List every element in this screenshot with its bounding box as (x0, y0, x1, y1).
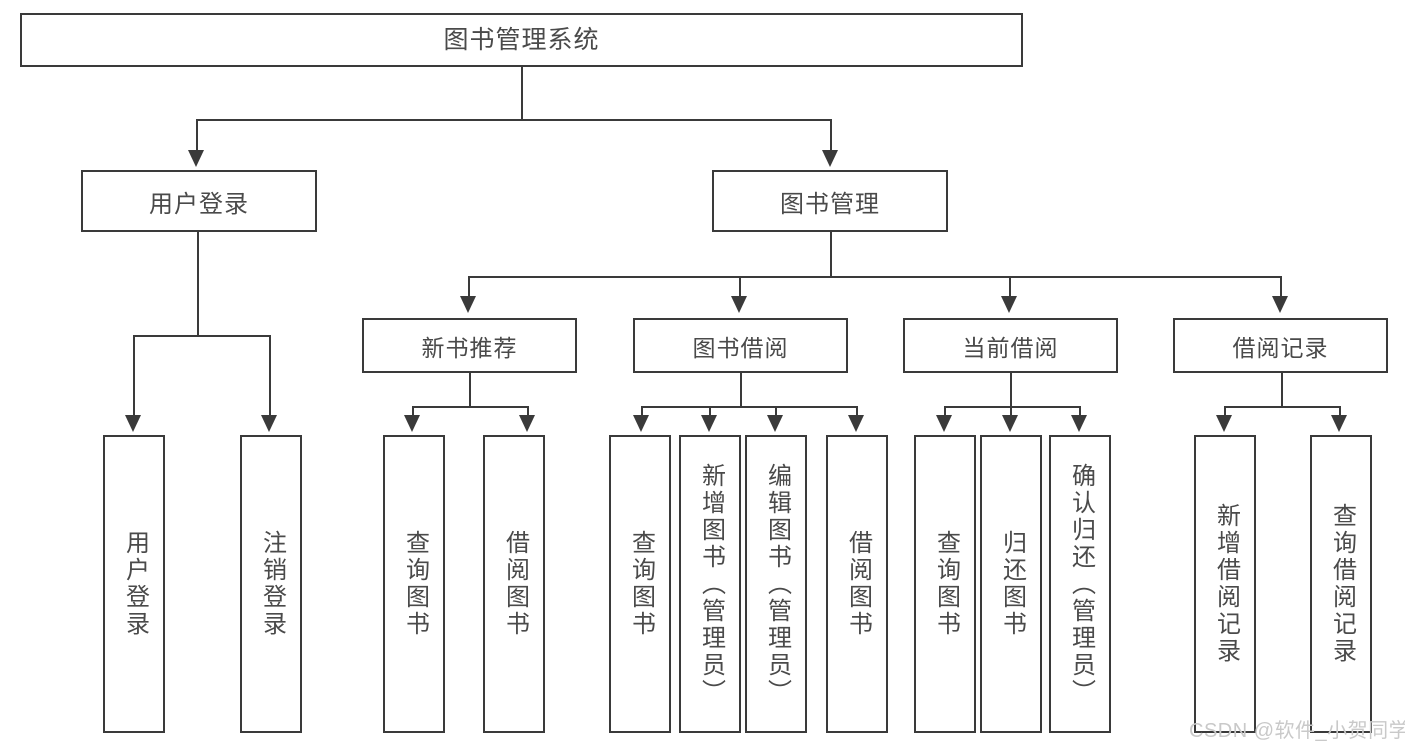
node-book-borrow-label: 图书借阅 (692, 334, 789, 361)
connector-user-login-stem (197, 232, 199, 335)
connector-book-borrow-stem (740, 373, 742, 406)
arrowhead-leaf-user-login (125, 415, 141, 432)
connector-root-to-book-management (830, 119, 832, 152)
connector-book-management-stem (830, 232, 832, 276)
connector-new-book-leaf-1 (412, 406, 414, 418)
node-root-label: 图书管理系统 (443, 25, 600, 54)
node-leaf-query-book-1-label: 查询图书 (401, 530, 429, 638)
arrowhead-current-borrow (1001, 296, 1017, 313)
node-current-borrow-label: 当前借阅 (962, 334, 1059, 361)
node-user-login-label: 用户登录 (149, 190, 249, 218)
arrowhead-leaf-return-book (1002, 415, 1018, 432)
node-leaf-confirm-return[interactable]: 确认归还（管理员） (1049, 435, 1111, 733)
connector-borrow-record-stem (1281, 373, 1283, 406)
arrowhead-leaf-query-book-3 (936, 415, 952, 432)
node-leaf-confirm-return-label: 确认归还（管理员） (1067, 462, 1095, 706)
arrowhead-book-management (822, 150, 838, 167)
node-leaf-return-book[interactable]: 归还图书 (980, 435, 1042, 733)
connector-bm-to-borrow-record (1280, 276, 1282, 298)
connector-bb-leaf-3 (775, 406, 777, 418)
connector-root-to-user-login (196, 119, 198, 152)
connector-new-book-leaf-2 (527, 406, 529, 418)
arrowhead-leaf-borrow-book-2 (848, 415, 864, 432)
node-leaf-query-book-2[interactable]: 查询图书 (609, 435, 671, 733)
arrowhead-leaf-query-book-2 (633, 415, 649, 432)
csdn-watermark: CSDN @软件_小贺同学 (1189, 714, 1405, 743)
csdn-watermark-text: CSDN @软件_小贺同学 (1189, 720, 1405, 742)
node-current-borrow[interactable]: 当前借阅 (903, 318, 1118, 373)
connector-root-bar (196, 119, 830, 121)
arrowhead-leaf-borrow-book-1 (519, 415, 535, 432)
node-leaf-add-book[interactable]: 新增图书（管理员） (679, 435, 741, 733)
node-leaf-edit-book[interactable]: 编辑图书（管理员） (745, 435, 807, 733)
connector-bb-leaf-4 (856, 406, 858, 418)
node-book-management-label: 图书管理 (780, 190, 880, 218)
node-leaf-add-borrow-record-label: 新增借阅记录 (1212, 503, 1240, 665)
connector-cb-leaf-3 (1079, 406, 1081, 418)
connector-br-leaf-2 (1339, 406, 1341, 418)
node-new-book-recommend[interactable]: 新书推荐 (362, 318, 577, 373)
node-book-management[interactable]: 图书管理 (712, 170, 948, 232)
node-borrow-record[interactable]: 借阅记录 (1173, 318, 1388, 373)
connector-book-management-bar (468, 276, 1280, 278)
connector-bm-to-current-borrow (1009, 276, 1011, 298)
arrowhead-new-book-recommend (460, 296, 476, 313)
connector-bb-leaf-2 (709, 406, 711, 418)
arrowhead-leaf-add-borrow-record (1216, 415, 1232, 432)
arrowhead-leaf-add-book (701, 415, 717, 432)
arrowhead-leaf-logout-login (261, 415, 277, 432)
node-leaf-query-borrow-record-label: 查询借阅记录 (1328, 503, 1356, 665)
connector-bm-to-book-borrow (739, 276, 741, 298)
node-leaf-user-login-label: 用户登录 (121, 530, 149, 638)
connector-bb-leaf-1 (641, 406, 643, 418)
connector-user-login-leaf-2 (269, 335, 271, 417)
arrowhead-book-borrow (731, 296, 747, 313)
connector-book-borrow-bar (641, 406, 856, 408)
arrowhead-borrow-record (1272, 296, 1288, 313)
arrowhead-leaf-query-borrow-record (1331, 415, 1347, 432)
node-user-login[interactable]: 用户登录 (81, 170, 317, 232)
node-leaf-query-book-2-label: 查询图书 (627, 530, 655, 638)
connector-new-book-stem (469, 373, 471, 406)
node-leaf-add-borrow-record[interactable]: 新增借阅记录 (1194, 435, 1256, 733)
connector-cb-leaf-1 (944, 406, 946, 418)
connector-borrow-record-bar (1224, 406, 1339, 408)
node-leaf-query-book-3[interactable]: 查询图书 (914, 435, 976, 733)
connector-user-login-bar (133, 335, 269, 337)
arrowhead-leaf-query-book-1 (404, 415, 420, 432)
node-leaf-user-login[interactable]: 用户登录 (103, 435, 165, 733)
node-leaf-return-book-label: 归还图书 (998, 530, 1026, 638)
node-borrow-record-label: 借阅记录 (1232, 334, 1329, 361)
arrowhead-user-login (188, 150, 204, 167)
arrowhead-leaf-confirm-return (1071, 415, 1087, 432)
node-leaf-edit-book-label: 编辑图书（管理员） (763, 462, 791, 706)
node-leaf-borrow-book-2[interactable]: 借阅图书 (826, 435, 888, 733)
node-leaf-borrow-book-2-label: 借阅图书 (844, 530, 872, 638)
arrowhead-leaf-edit-book (767, 415, 783, 432)
connector-user-login-leaf-1 (133, 335, 135, 417)
connector-bm-to-new-book (468, 276, 470, 298)
node-leaf-query-book-1[interactable]: 查询图书 (383, 435, 445, 733)
node-leaf-logout-login[interactable]: 注销登录 (240, 435, 302, 733)
node-leaf-borrow-book-1[interactable]: 借阅图书 (483, 435, 545, 733)
node-root[interactable]: 图书管理系统 (20, 13, 1023, 67)
node-leaf-borrow-book-1-label: 借阅图书 (501, 530, 529, 638)
connector-cb-leaf-2 (1010, 406, 1012, 418)
connector-new-book-bar (412, 406, 527, 408)
node-book-borrow[interactable]: 图书借阅 (633, 318, 848, 373)
connector-current-borrow-stem (1010, 373, 1012, 406)
node-leaf-logout-login-label: 注销登录 (258, 530, 286, 638)
node-leaf-query-book-3-label: 查询图书 (932, 530, 960, 638)
connector-root-stem (521, 67, 523, 119)
node-leaf-query-borrow-record[interactable]: 查询借阅记录 (1310, 435, 1372, 733)
node-new-book-recommend-label: 新书推荐 (421, 334, 518, 361)
connector-br-leaf-1 (1224, 406, 1226, 418)
node-leaf-add-book-label: 新增图书（管理员） (697, 462, 725, 706)
